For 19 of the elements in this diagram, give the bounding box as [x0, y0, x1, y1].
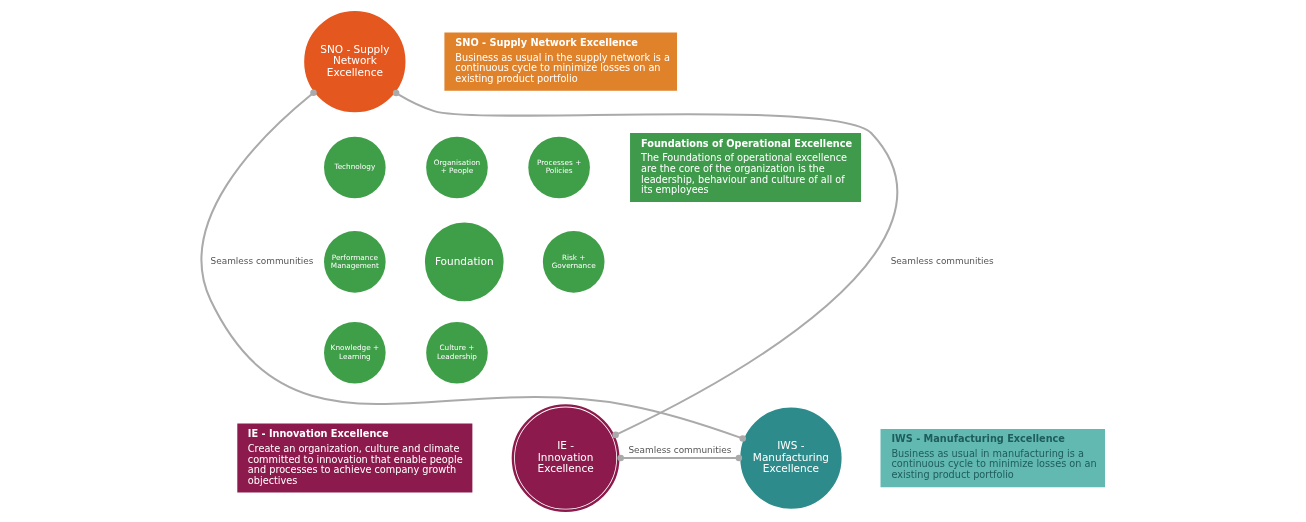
node-circle: Technology [324, 136, 386, 198]
node-circle: Risk + Governance [542, 230, 605, 293]
node-box: Foundations of Operational Excellence The Foundations of operational excellence are the core of the organization is the leadership, behaviour and culture of all of its employees [630, 132, 862, 202]
node-circle: Processes + Policies [528, 136, 590, 198]
connector [200, 89, 747, 442]
node-circle: SNO - Supply Network Excellence [304, 10, 406, 112]
node-box: SNO - Supply Network Excellence Business as usual in the supply network is a continuous cycle to minimize losses on an existing product portfolio [444, 32, 678, 91]
node-circle: Knowledge + Learning [324, 321, 386, 383]
edge-label: Seamless communities [890, 255, 994, 266]
edge-label: Seamless communities [210, 255, 314, 266]
connector [392, 89, 898, 438]
connector [617, 454, 743, 461]
node-circle: Organisation + People [426, 136, 488, 198]
edge-label: Seamless communities [628, 444, 732, 455]
node-circle: Culture + Leadership [426, 321, 488, 383]
node-box: IE - Innovation Excellence Create an organization, culture and climate committed to innovation that enable people and processes to achieve company growth objectives [237, 423, 473, 492]
node-circle: Performance Management [324, 230, 386, 293]
node-circle: Foundation [424, 222, 504, 301]
node-box: IWS - Manufacturing Excellence Business as usual in manufacturing is a continuous cycle to minimize losses on an existing product portfolio [880, 428, 1106, 487]
